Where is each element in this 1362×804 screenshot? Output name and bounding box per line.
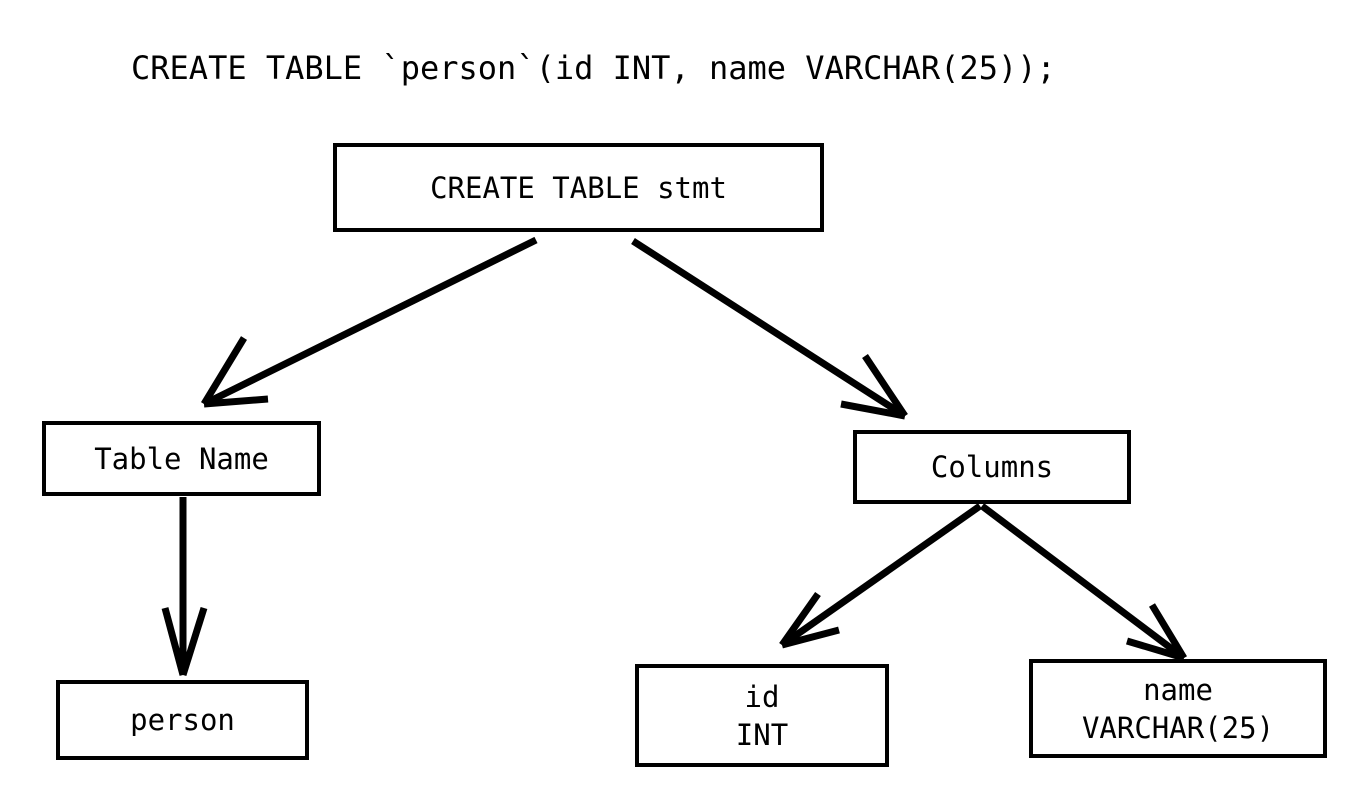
edge-root-to-table-name [201,236,538,408]
node-label: name [1143,672,1213,707]
edge-columns-to-col-id [779,503,983,649]
edge-columns-to-col-name [979,503,1187,662]
node-person[interactable]: person [56,680,309,760]
node-columns[interactable]: Columns [853,430,1131,504]
node-column-name[interactable]: name VARCHAR(25) [1029,659,1327,758]
node-label: id [744,679,780,714]
node-create-table-stmt[interactable]: CREATE TABLE stmt [333,143,824,232]
node-label: person [130,703,235,737]
node-table-name[interactable]: Table Name [42,421,321,496]
edge-root-to-columns [631,238,908,420]
node-column-id[interactable]: id INT [635,664,889,767]
node-label-type: VARCHAR(25) [1081,710,1275,745]
edge-table-name-to-person [161,497,208,677]
node-label-type: INT [735,717,789,752]
node-label: CREATE TABLE stmt [430,170,727,205]
node-label: Table Name [94,441,269,476]
node-label: Columns [930,450,1054,484]
sql-statement-caption: CREATE TABLE `person`(id INT, name VARCH… [131,49,1056,87]
